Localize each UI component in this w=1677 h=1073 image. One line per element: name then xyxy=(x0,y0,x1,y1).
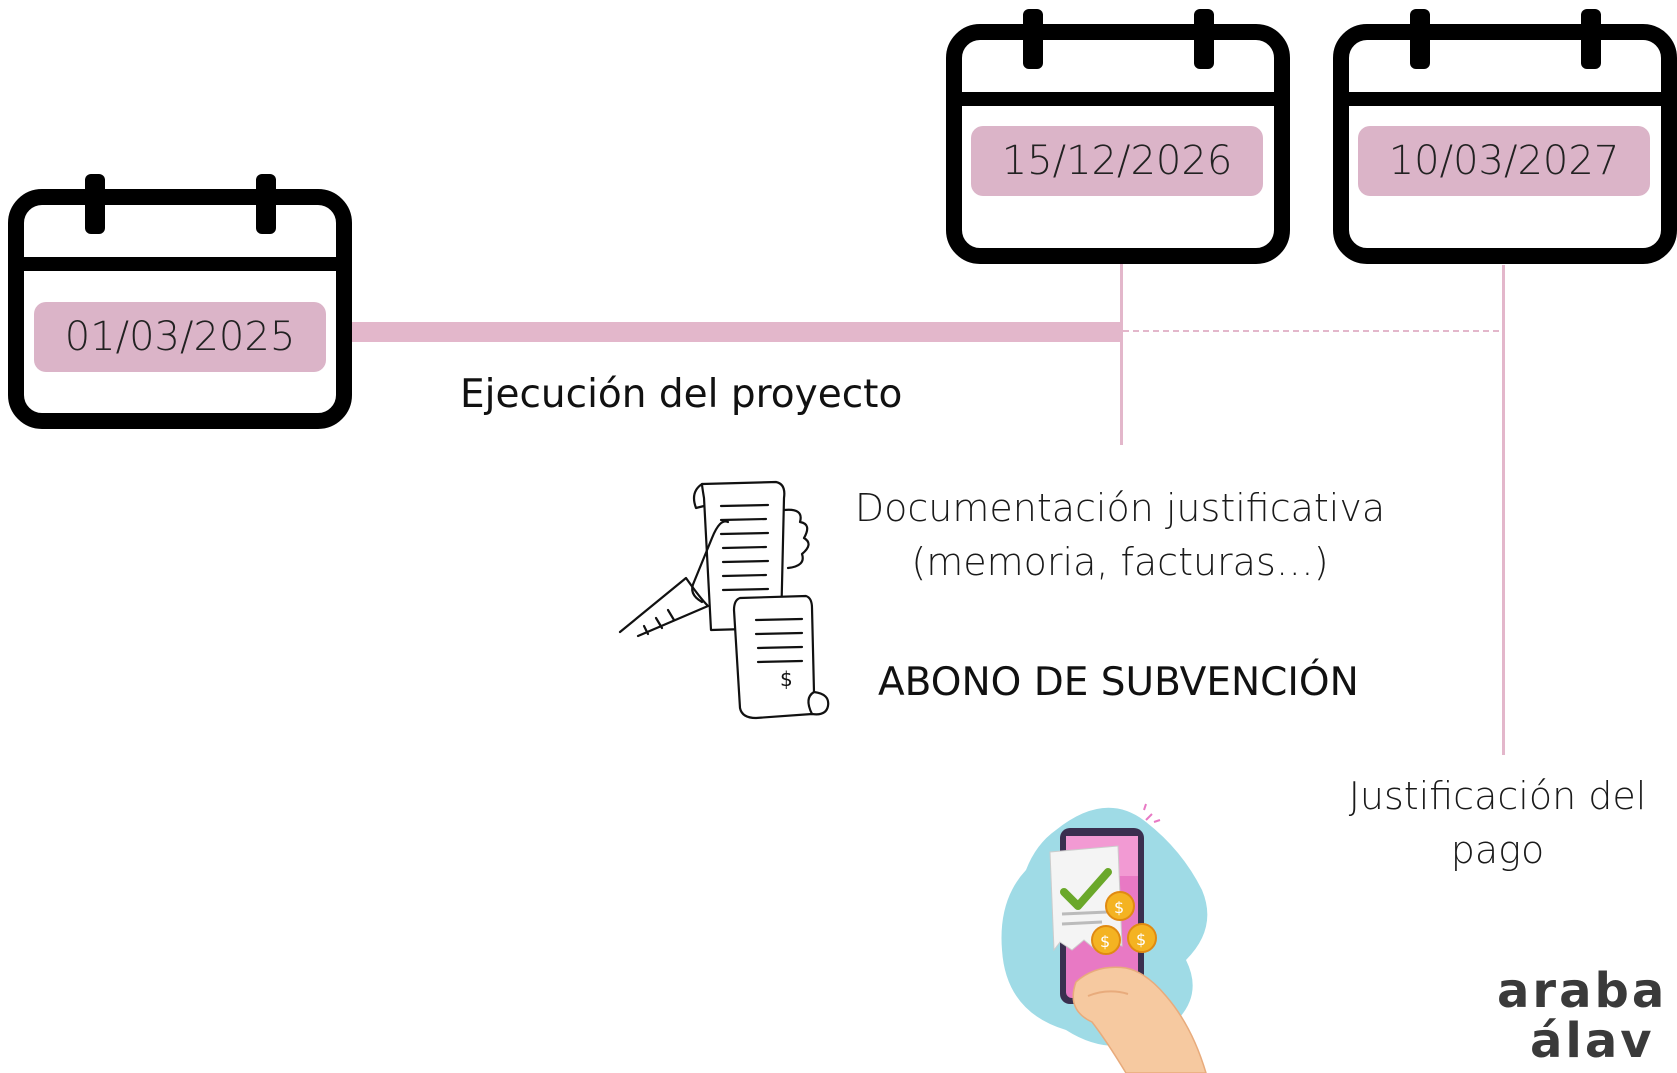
documentation-label-line1: Documentación justificativa xyxy=(854,486,1386,530)
execution-label: Ejecución del proyecto xyxy=(460,372,903,417)
logo-alava: álav xyxy=(1530,1013,1655,1069)
payment-label: ABONO DE SUBVENCIÓN xyxy=(878,660,1359,705)
timeline-marker-documentation xyxy=(1120,263,1123,445)
documentation-label-line2: (memoria, facturas…) xyxy=(911,540,1329,584)
logo-araba: araba xyxy=(1497,963,1668,1019)
receipt-hand-icon: $ xyxy=(618,480,830,720)
svg-text:$: $ xyxy=(1114,898,1124,917)
timeline-dashed-segment xyxy=(1123,330,1499,332)
svg-text:$: $ xyxy=(1100,932,1110,951)
svg-text:$: $ xyxy=(1136,930,1146,949)
calendar-date-start: 01/03/2025 xyxy=(34,302,326,372)
justification-label-line1: Justificación del xyxy=(1348,774,1647,818)
timeline-marker-payment xyxy=(1502,265,1505,755)
timeline-execution-bar xyxy=(348,322,1121,342)
justification-label-line2: pago xyxy=(1450,828,1545,872)
calendar-date-payment: 10/03/2027 xyxy=(1358,126,1650,196)
calendar-icon xyxy=(8,174,352,429)
calendar-date-documentation: 15/12/2026 xyxy=(971,126,1263,196)
svg-text:$: $ xyxy=(780,667,793,691)
phone-payment-icon: $ $ $ xyxy=(1001,803,1208,1073)
